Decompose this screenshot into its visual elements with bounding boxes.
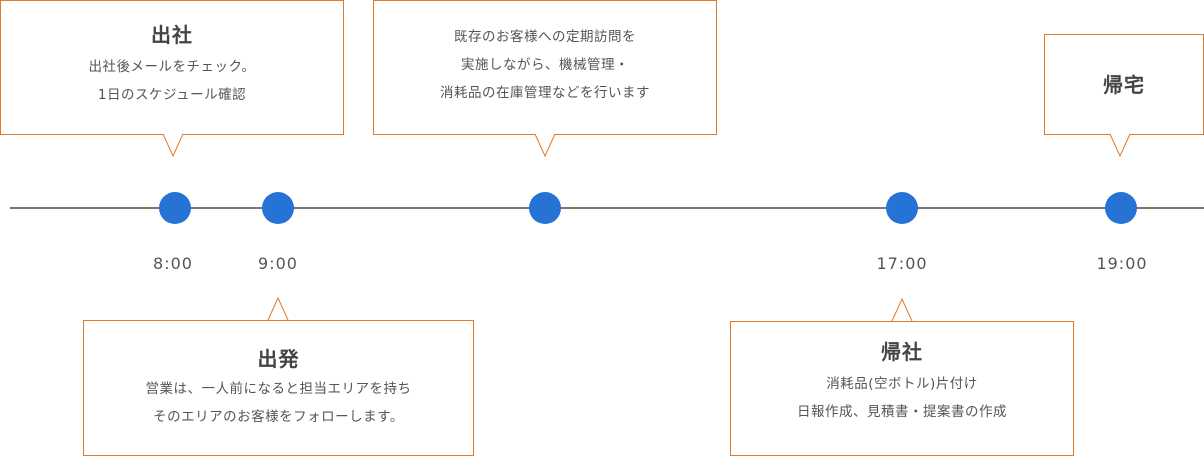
callout-arrive-line: 1日のスケジュール確認 — [97, 87, 247, 103]
callout-return-pointer — [891, 298, 913, 322]
callout-visit-line: 既存のお客様への定期訪問を — [454, 29, 636, 45]
callout-home: 帰宅 — [1044, 34, 1204, 135]
callout-depart-pointer — [267, 297, 289, 321]
callout-return-line: 消耗品(空ボトル)片付け — [826, 376, 978, 392]
timeline-dot-17 — [886, 192, 918, 224]
callout-home-title: 帰宅 — [1103, 73, 1145, 97]
callout-visit-line: 実施しながら、機械管理・ — [461, 57, 629, 73]
callout-visit: 既存のお客様への定期訪問を 実施しながら、機械管理・ 消耗品の在庫管理などを行い… — [373, 0, 717, 135]
callout-return-line: 日報作成、見積書・提案書の作成 — [797, 404, 1007, 420]
timeline-dot-visit — [529, 192, 561, 224]
callout-visit-line: 消耗品の在庫管理などを行います — [440, 85, 650, 101]
callout-return: 帰社 消耗品(空ボトル)片付け 日報作成、見積書・提案書の作成 — [730, 321, 1074, 456]
timeline-axis — [10, 207, 1204, 209]
timeline-dot-9 — [262, 192, 294, 224]
timeline-dot-8 — [159, 192, 191, 224]
callout-arrive-line: 出社後メールをチェック。 — [88, 59, 256, 75]
callout-depart-title: 出発 — [257, 347, 300, 371]
callout-arrive: 出社 出社後メールをチェック。 1日のスケジュール確認 — [0, 0, 344, 135]
callout-arrive-pointer — [162, 133, 184, 157]
time-label-9: 9:00 — [258, 254, 298, 273]
timeline-dot-19 — [1105, 192, 1137, 224]
callout-depart-line: そのエリアのお客様をフォローします。 — [153, 409, 404, 425]
time-label-17: 17:00 — [876, 254, 928, 273]
callout-return-title: 帰社 — [881, 340, 923, 364]
callout-home-pointer — [1109, 133, 1131, 157]
time-label-8: 8:00 — [153, 254, 193, 273]
time-label-19: 19:00 — [1096, 254, 1148, 273]
callout-visit-pointer — [534, 133, 556, 157]
callout-arrive-title: 出社 — [151, 23, 193, 47]
callout-depart-line: 営業は、一人前になると担当エリアを持ち — [145, 381, 412, 397]
callout-depart: 出発 営業は、一人前になると担当エリアを持ち そのエリアのお客様をフォローします… — [83, 320, 474, 456]
